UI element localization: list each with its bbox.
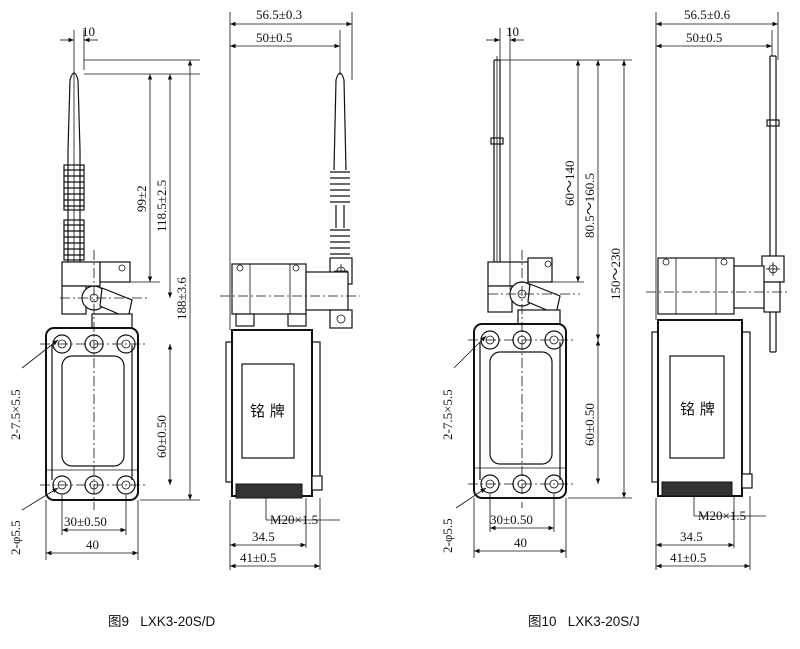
fig10-side-view: 56.5±0.6 50±0.5 铭 牌 xyxy=(646,7,790,570)
fig9-dim-345: 34.5 xyxy=(252,529,275,544)
fig9-dim-188: 188±3.6 xyxy=(174,277,189,320)
fig10-caption: 图10 LXK3-20S/J xyxy=(528,614,640,629)
fig10-front-view: 10 60～140 80.5～160.5 150～230 60±0.50 2-7… xyxy=(440,24,632,558)
fig9-side-head xyxy=(220,263,360,329)
fig10-head xyxy=(487,257,561,325)
fig9-side-body: 铭 牌 xyxy=(225,329,323,499)
fig9-lever xyxy=(63,70,85,262)
fig10-dim-60: 60±0.50 xyxy=(582,403,597,446)
fig9-dim-40: 40 xyxy=(86,537,99,552)
fig10-dim-40: 40 xyxy=(514,535,527,550)
fig10-dim-phi: 2-φ5.5 xyxy=(440,518,455,553)
fig10-nameplate: 铭 牌 xyxy=(680,400,715,418)
fig9-side-lever xyxy=(329,72,353,285)
fig9-dim-30: 30±0.50 xyxy=(64,514,107,529)
fig10-dim-mount: 2-7.5×5.5 xyxy=(440,389,455,440)
fig9-dim-thread: M20×1.5 xyxy=(270,512,318,527)
fig10-dim-10: 10 xyxy=(506,24,519,39)
fig10-dim-345: 34.5 xyxy=(680,529,703,544)
fig10-side-rod xyxy=(761,55,785,353)
fig10-body xyxy=(473,323,567,499)
fig9-spring xyxy=(63,164,85,261)
fig9-dim-50: 50±0.5 xyxy=(256,30,292,45)
fig9-dim-10: 10 xyxy=(82,24,95,39)
fig9-dim-60: 60±0.50 xyxy=(154,415,169,458)
fig10-dim-30: 30±0.50 xyxy=(490,512,533,527)
fig10-dim-805: 80.5～160.5 xyxy=(582,173,597,238)
fig9-front-view: 10 99±2 118.5±2.5 188±3.6 60±0.50 2-7.5×… xyxy=(8,24,200,560)
fig9-dim-41: 41±0.5 xyxy=(240,550,276,565)
fig9-caption: 图9 LXK3-20S/D xyxy=(108,614,216,629)
fig9-dim-1185: 118.5±2.5 xyxy=(154,180,169,232)
fig9-side-view: 56.5±0.3 50±0.5 xyxy=(220,7,360,570)
fig10-dim-50: 50±0.5 xyxy=(686,30,722,45)
fig9-dim-99: 99±2 xyxy=(134,185,149,212)
fig9-dim-mount: 2-7.5×5.5 xyxy=(8,389,23,440)
fig10-dim-thread: M20×1.5 xyxy=(698,508,746,523)
fig9-nameplate: 铭 牌 xyxy=(250,402,285,420)
fig9-body xyxy=(45,327,139,501)
fig10-rod xyxy=(490,56,504,262)
fig10-dim-41: 41±0.5 xyxy=(670,550,706,565)
fig10-dim-150: 150～230 xyxy=(608,248,623,300)
fig10-side-body: 铭 牌 xyxy=(651,319,753,497)
fig9-dim-565: 56.5±0.3 xyxy=(256,7,302,22)
fig10-side-head xyxy=(646,257,790,315)
fig9-dim-phi: 2-φ5.5 xyxy=(8,520,23,555)
fig9-head xyxy=(61,261,133,329)
fig10-dim-60-140: 60～140 xyxy=(562,160,577,206)
fig10-dim-565: 56.5±0.6 xyxy=(684,7,731,22)
